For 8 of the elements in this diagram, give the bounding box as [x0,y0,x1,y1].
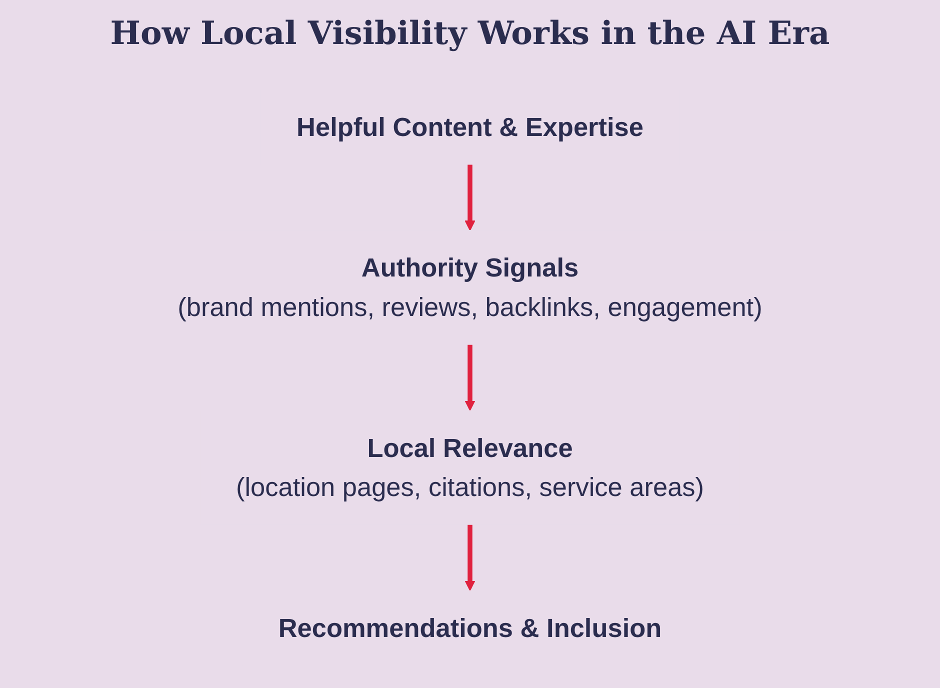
arrow [464,344,476,411]
node-text: Helpful Content & Expertise [296,112,644,142]
diagram-title: How Local Visibility Works in the AI Era [109,14,831,52]
node-text: Local Relevance (location pages, citations, service areas) [236,432,704,502]
arrow [464,524,476,591]
node-text: Authority Signals (brand mentions, reviews, backlinks, engagement) [178,252,762,322]
node-text: Recommendations & Inclusion [278,612,662,643]
arrow [464,164,476,231]
